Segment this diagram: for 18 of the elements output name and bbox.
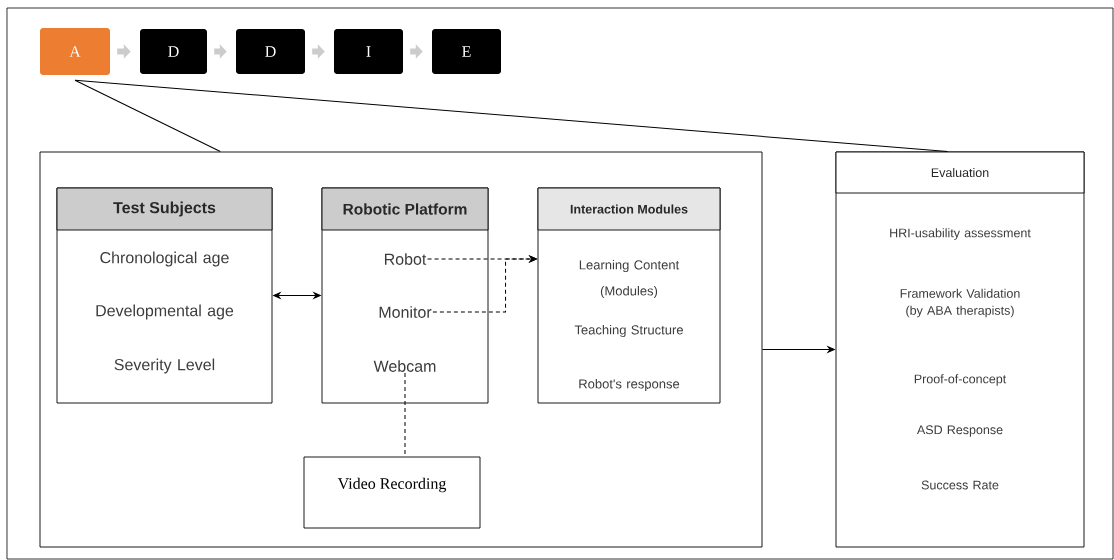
process-box: Video Recording bbox=[303, 456, 481, 529]
zoom-line bbox=[74, 79, 221, 153]
container-box bbox=[39, 151, 763, 548]
item-text: Monitor bbox=[379, 306, 432, 318]
table-box: Test Subjects Chronological age Developmental age Severity Level bbox=[56, 187, 273, 404]
item-text: Robot bbox=[384, 253, 427, 265]
step-box: D bbox=[140, 29, 207, 74]
item-text: Webcam bbox=[373, 360, 436, 372]
step-box: A bbox=[40, 28, 110, 75]
table-box: Evaluation HRI-usability assessment Framework Validation (by ABA therapists) Proof-of-concept ASD Response Success Rate bbox=[835, 151, 1085, 548]
arrow bbox=[432, 255, 537, 313]
table-box: Interaction Modules Learning Content (Modules) Teaching Structure Robot's response bbox=[537, 187, 721, 404]
step-box: I bbox=[334, 29, 403, 74]
step-box: E bbox=[432, 29, 501, 74]
step-box: D bbox=[236, 29, 305, 74]
arrow bbox=[273, 292, 321, 299]
zoom-line bbox=[74, 79, 949, 153]
arrow bbox=[761, 346, 835, 353]
